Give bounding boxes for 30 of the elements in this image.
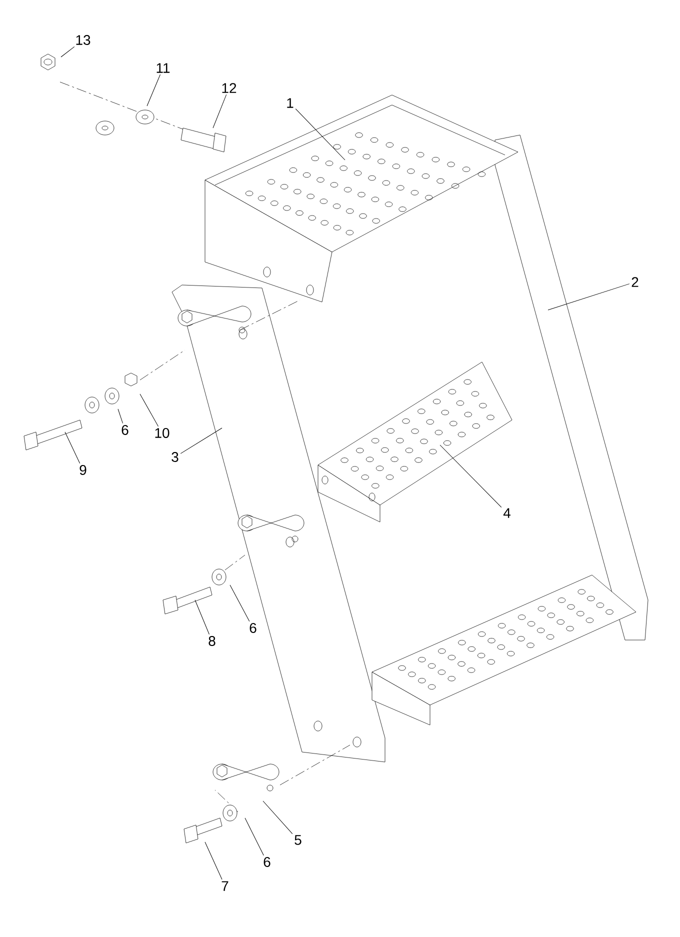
leader-line <box>244 818 264 856</box>
callout-number: 4 <box>503 508 510 518</box>
leader-line <box>64 432 80 464</box>
callout-number: 2 <box>632 277 638 287</box>
callout-number: 1 <box>287 98 294 108</box>
callout-number: 8 <box>208 636 216 646</box>
leader-line <box>440 444 502 508</box>
callout-number: 7 <box>222 881 228 891</box>
callout-number: 10 <box>155 428 170 438</box>
leader-line <box>212 94 227 128</box>
callout-number: 5 <box>294 835 302 845</box>
leader-line <box>118 408 124 424</box>
callout-number: 11 <box>156 63 170 73</box>
callout-number: 12 <box>222 83 236 93</box>
callout-number: 6 <box>250 623 256 633</box>
leader-line <box>262 800 293 834</box>
callout-number: 9 <box>80 465 86 475</box>
leader-line <box>194 600 210 635</box>
leader-line <box>204 842 222 880</box>
callout-number: 6 <box>264 857 270 867</box>
leader-line <box>295 108 346 160</box>
leader-line <box>230 584 250 622</box>
leader-line <box>548 284 630 310</box>
callout-number: 6 <box>122 425 128 435</box>
leader-line <box>146 74 160 106</box>
callout-number: 13 <box>76 35 90 45</box>
callout-number: 3 <box>172 452 178 462</box>
leader-line <box>180 428 222 454</box>
leader-line <box>140 394 158 427</box>
leader-line <box>60 46 75 58</box>
